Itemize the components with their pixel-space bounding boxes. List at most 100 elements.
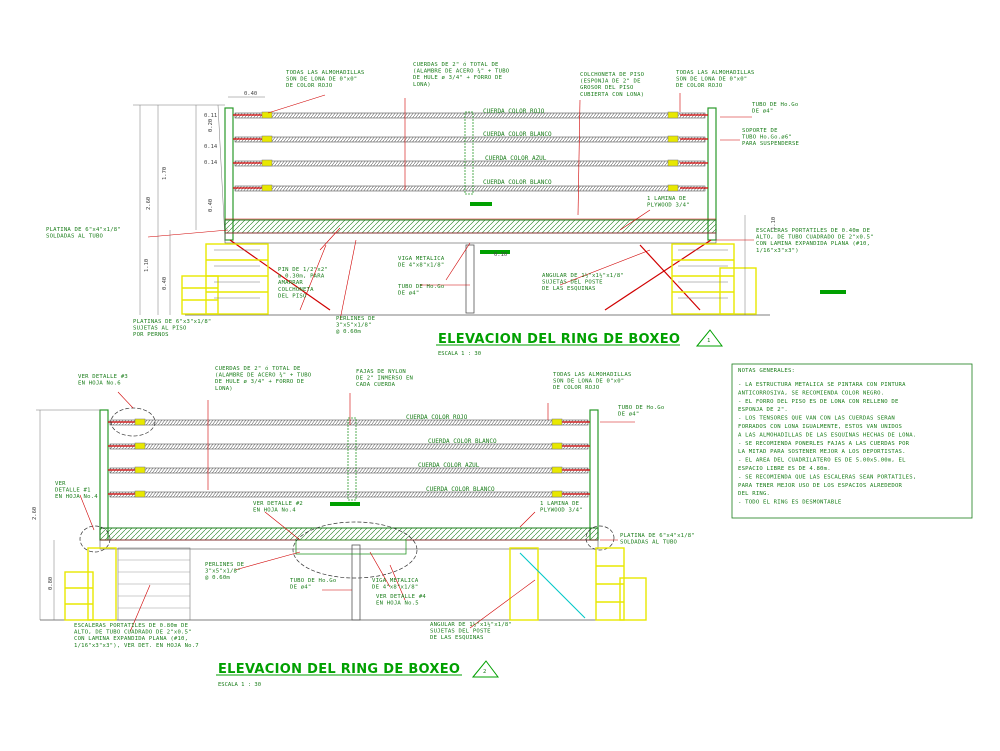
note-angular-2-line: DE LAS ESQUINAS [430,635,484,641]
notes-line: DEL RING. [738,491,770,497]
note-detalle-1-line: VER [55,481,66,487]
note-perlines-line: @ 0.60m [336,329,361,335]
note-platina-line: PLATINA DE 6"x4"x1/8" [46,227,121,233]
note-cuerdas-line: CUERDAS DE 2" ó TOTAL DE [413,61,499,68]
view-number-2: 2 [483,669,487,675]
note-cuerdas: CUERDAS DE 2" ó TOTAL DE(ALAMBRE DE ACER… [413,61,510,88]
rope-label-3: CUERDA COLOR BLANCO [483,179,552,186]
note-platina-2: PLATINA DE 6"x4"x1/8"SOLDADAS AL TUBO [620,533,695,546]
note-detalle-2: VER DETALLE #2EN HOJA No.4 [253,501,303,514]
note-angular-2: ANGULAR DE 1½"x1½"x1/8"SUJETAS DEL POSTE… [430,621,512,641]
note-almohadillas-2-line: DE COLOR ROJO [553,385,600,391]
title-1: ELEVACION DEL RING DE BOXEO [438,332,680,347]
view-number-1: 1 [707,338,711,344]
note-colchoneta-line: (ESPONJA DE 2" DE [580,79,641,85]
note-cuerdas-2-line: DE HULE ø 3/4" + FORRO DE [215,379,305,385]
dim-total-2: 2.60 [32,507,38,520]
note-platina-2-line: SOLDADAS AL TUBO [620,540,678,546]
note-perlines-2: PERLINES DE3"x5"x1/8"@ 0.60m [205,562,244,581]
note-detalle-3-line: VER DETALLE #3 [78,374,128,380]
note-platinas-line: SUJETAS AL PISO [133,326,187,332]
note-soporte-line: TUBO Ho.Go.ø6" [742,135,792,141]
note-escaleras-line: 1/16"x3"x3") [756,248,799,254]
rope-label-0: CUERDA COLOR ROJO [483,108,545,115]
note-cuerdas-2-line: (ALAMBRE DE ACERO ¾" + TUBO [215,373,312,379]
note-fajas-line: FAJAS DE NYLON [356,369,406,375]
note-cuerdas-line: DE HULE ø 3/4" + FORRO DE [413,75,503,81]
dim-right: 1.10 [771,217,777,230]
scale-2: ESCALA 1 : 30 [218,682,261,688]
note-almohadillas-2-line: TODAS LAS ALMOHADILLAS [553,372,632,378]
note-perlines-line: 3"x5"x1/8" [336,323,372,329]
note-cuerdas-2-line: CUERDAS DE 2" ó TOTAL DE [215,365,301,372]
note-angular-line: SUJETAS DEL POSTE [542,280,603,286]
notes-heading: NOTAS GENERALES: [738,368,795,374]
dim-r5: 0.40 [208,199,214,212]
note-lamina-2-line: 1 LAMINA DE [540,501,580,507]
notes-line: A LAS ALMOHADILLAS DE LAS ESQUINAS HECHA… [738,432,916,438]
note-tubo-2-line: DE ø4" [398,291,419,297]
notes-box [731,363,973,519]
note-escaleras-2-line: 1/16"x3"x3"), VER DET. EN HOJA No.7 [74,643,199,649]
note-almohadillas-right-line: SON DE LONA DE 0"x0" [676,77,747,83]
dim-top: 0.40 [244,91,257,97]
notes-line: - EL AREA DEL CUADRILATERO ES DE 5.00x5.… [738,458,906,464]
note-tubo-line: DE ø4" [752,109,773,115]
note-angular-2-line: SUJETAS DEL POSTE [430,629,491,635]
dim-low1: 1.10 [144,259,150,272]
note-tubo-2b-line: TUBO DE Ho.Go [618,405,664,411]
note-colchoneta-line: COLCHONETA DE PISO [580,72,645,78]
elevation-2 [36,407,647,621]
note-almohadillas-2-line: SON DE LONA DE 0"x0" [553,379,624,385]
note-pin-line: DEL PISO [278,293,307,299]
notes-line: - SE RECOMIENDA QUE LAS ESCALERAS SEAN P… [738,474,916,480]
note-cuerdas-2: CUERDAS DE 2" ó TOTAL DE(ALAMBRE DE ACER… [215,365,312,392]
notes-line: - LA ESTRUCTURA METALICA SE PINTARA CON … [738,382,906,388]
rope-label-2-0: CUERDA COLOR ROJO [406,414,468,421]
notes-line: - LOS TENSORES QUE VAN CON LAS CUERDAS S… [738,416,895,422]
note-escaleras-2-line: CON LAMINA EXPANDIDA PLANA (#10, [74,636,188,642]
note-perlines-2-line: 3"x5"x1/8" [205,569,241,575]
note-tubo-line: TUBO DE Ho.Go [752,102,798,108]
note-lamina-2-line: PLYWOOD 3/4" [540,508,583,514]
note-detalle-3: VER DETALLE #3EN HOJA No.6 [78,374,128,387]
title-2: ELEVACION DEL RING DE BOXEO [218,662,460,677]
note-platina-2-line: PLATINA DE 6"x4"x1/8" [620,533,695,539]
note-angular-2-line: ANGULAR DE 1½"x1½"x1/8" [430,621,512,628]
rope-label-2-2: CUERDA COLOR AZUL [418,462,480,469]
note-detalle-4-line: VER DETALLE #4 [376,594,426,600]
note-pin-line: ø 0.30m, PARA [278,274,325,280]
note-almohadillas-left-line: TODAS LAS ALMOHADILLAS [286,70,365,76]
view-triangle-icon [471,660,499,678]
note-pin: PIN DE 1/2"x2"ø 0.30m, PARAAMARRARCOLCHO… [278,267,328,299]
notes-line: ANTICORROSIVA, SE RECOMIENDA COLOR NEGRO… [738,390,884,396]
note-tubo-2-line: TUBO DE Ho.Go [398,284,444,290]
note-tubo-2c-line: TUBO DE Ho.Go [290,578,336,584]
note-soporte-line: SOPORTE DE [742,128,778,134]
note-detalle-4: VER DETALLE #4EN HOJA No.5 [376,594,426,607]
note-platina-line: SOLDADAS AL TUBO [46,234,104,240]
note-platinas-line: PLATINAS DE 6"x3"x1/8" [133,319,212,325]
note-colchoneta: COLCHONETA DE PISO(ESPONJA DE 2" DEGROSO… [580,72,645,98]
note-colchoneta-line: CUBIERTA CON LONA) [580,92,644,98]
note-detalle-1-line: EN HOJA No.4 [55,494,98,500]
dim-mid: 0.10 [494,252,507,258]
note-almohadillas-left-line: SON DE LONA DE 0"x0" [286,77,357,83]
dim-r4: 0.14 [204,144,218,150]
note-pin-line: COLCHONETA [278,287,314,293]
note-lamina-line: 1 LAMINA DE [647,196,687,202]
note-perlines-line: PERLINES DE [336,316,376,322]
note-cuerdas-2-line: LONA) [215,386,233,392]
note-escaleras-2-line: ESCALERAS PORTATILES DE 0.80m DE [74,623,189,629]
dim-low2: 0.40 [162,277,168,290]
note-tubo-2b-line: DE ø4" [618,412,639,418]
rope-label-1: CUERDA COLOR BLANCO [483,131,552,138]
